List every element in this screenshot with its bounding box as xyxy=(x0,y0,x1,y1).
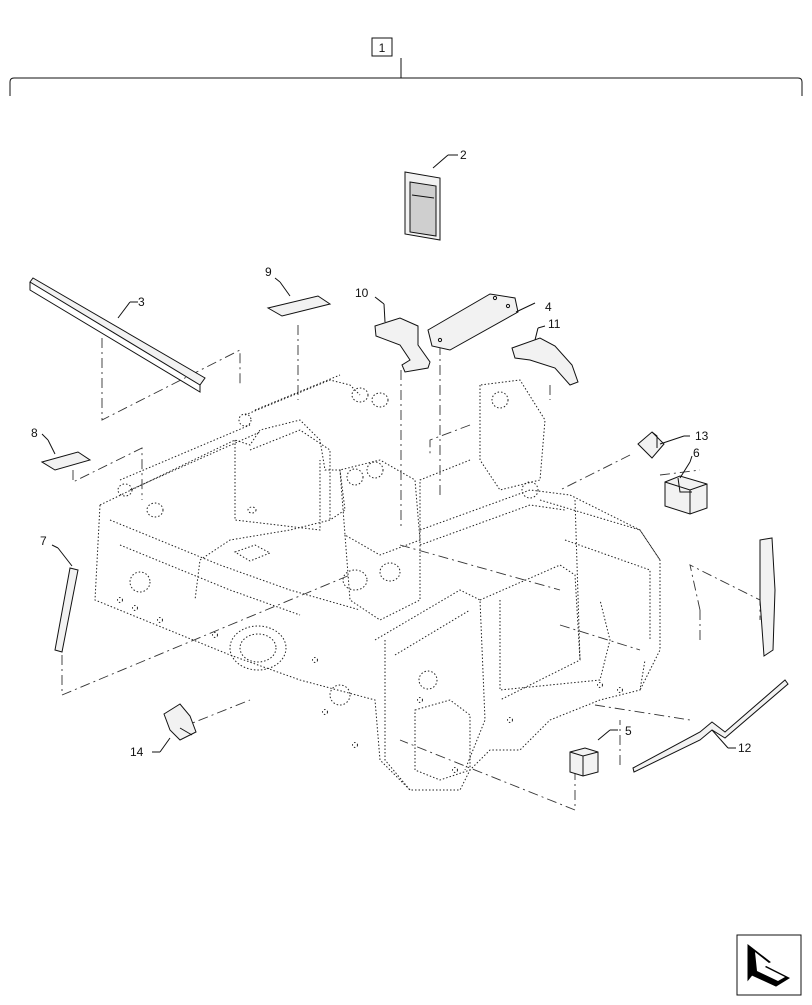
callout-3: 3 xyxy=(138,295,145,309)
callout-11: 11 xyxy=(548,317,561,331)
part-9-tab: 9 xyxy=(265,265,332,317)
callout-9: 9 xyxy=(265,265,272,279)
part-6-block: 6 xyxy=(664,446,708,515)
callout-2: 2 xyxy=(460,148,467,162)
callout-13: 13 xyxy=(695,429,709,443)
part-4-cover: 4 xyxy=(427,293,552,351)
part-2-plate: 2 xyxy=(404,148,467,241)
part-10-bracket: 10 xyxy=(355,286,431,373)
assembly-bracket: 1 xyxy=(9,37,803,96)
callout-1: 1 xyxy=(379,41,386,55)
callout-4: 4 xyxy=(545,300,552,314)
part-8-tab: 8 xyxy=(31,426,92,471)
callout-5: 5 xyxy=(625,724,632,738)
part-3-bar: 3 xyxy=(29,277,206,393)
assembly-callout-box xyxy=(371,37,393,57)
callout-6: 6 xyxy=(693,446,700,460)
part-11-bracket: 11 xyxy=(511,317,579,386)
callout-8: 8 xyxy=(31,426,38,440)
part-13-tab: 13 xyxy=(637,429,709,459)
part-12-bar: 12 xyxy=(632,679,789,773)
part-7-rod: 7 xyxy=(40,534,79,653)
frame-assembly xyxy=(94,374,661,791)
part-5-block: 5 xyxy=(569,724,632,777)
callout-14: 14 xyxy=(130,745,144,759)
callout-10: 10 xyxy=(355,286,369,300)
loose-hose xyxy=(759,537,776,657)
callout-7: 7 xyxy=(40,534,47,548)
part-14-bracket: 14 xyxy=(130,703,197,759)
callout-12: 12 xyxy=(738,741,752,755)
assembly-centerlines xyxy=(61,325,761,811)
next-page-arrow-icon[interactable] xyxy=(736,934,802,996)
